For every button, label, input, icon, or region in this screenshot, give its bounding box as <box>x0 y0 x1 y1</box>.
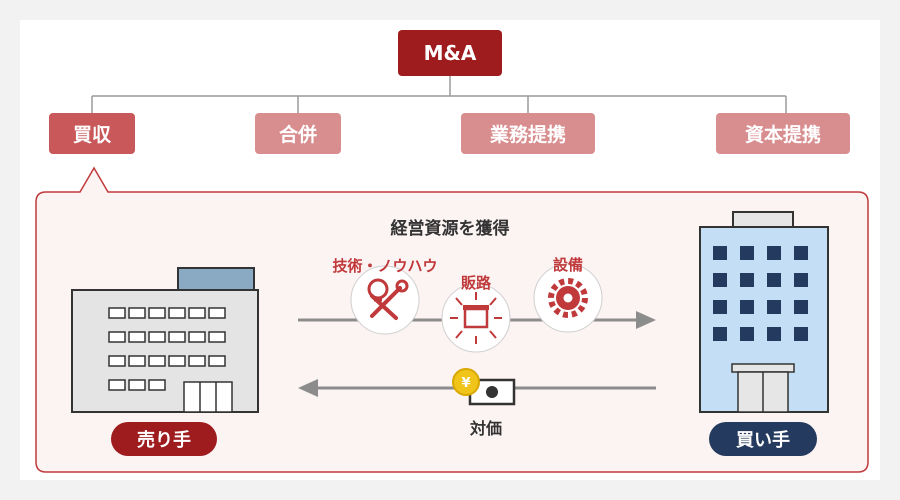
category-capital-alliance[interactable]: 資本提携 <box>716 113 850 154</box>
payment-label: 対価 <box>469 419 502 438</box>
tree-connectors <box>91 76 787 113</box>
svg-text:¥: ¥ <box>461 376 470 391</box>
gear-icon <box>533 263 603 333</box>
store-network-icon <box>441 283 511 353</box>
category-merger[interactable]: 合併 <box>255 113 341 154</box>
yen-coin-bill-icon: ¥ <box>452 368 516 406</box>
resource-label-tech: 技術・ノウハウ <box>332 257 438 275</box>
resource-label-sales: 販路 <box>460 274 491 292</box>
category-business-alliance[interactable]: 業務提携 <box>461 113 595 154</box>
detail-heading: 経営資源を獲得 <box>390 219 510 239</box>
resource-label-equipment: 設備 <box>552 256 583 274</box>
seller-badge: 売り手 <box>111 422 217 456</box>
buyer-building <box>699 211 829 413</box>
category-acquisition[interactable]: 買収 <box>49 113 135 154</box>
lightbulb-wrench-icon <box>350 265 420 335</box>
seller-building <box>71 267 259 413</box>
buyer-badge: 買い手 <box>709 422 817 456</box>
ma-node: M&A <box>398 30 502 76</box>
